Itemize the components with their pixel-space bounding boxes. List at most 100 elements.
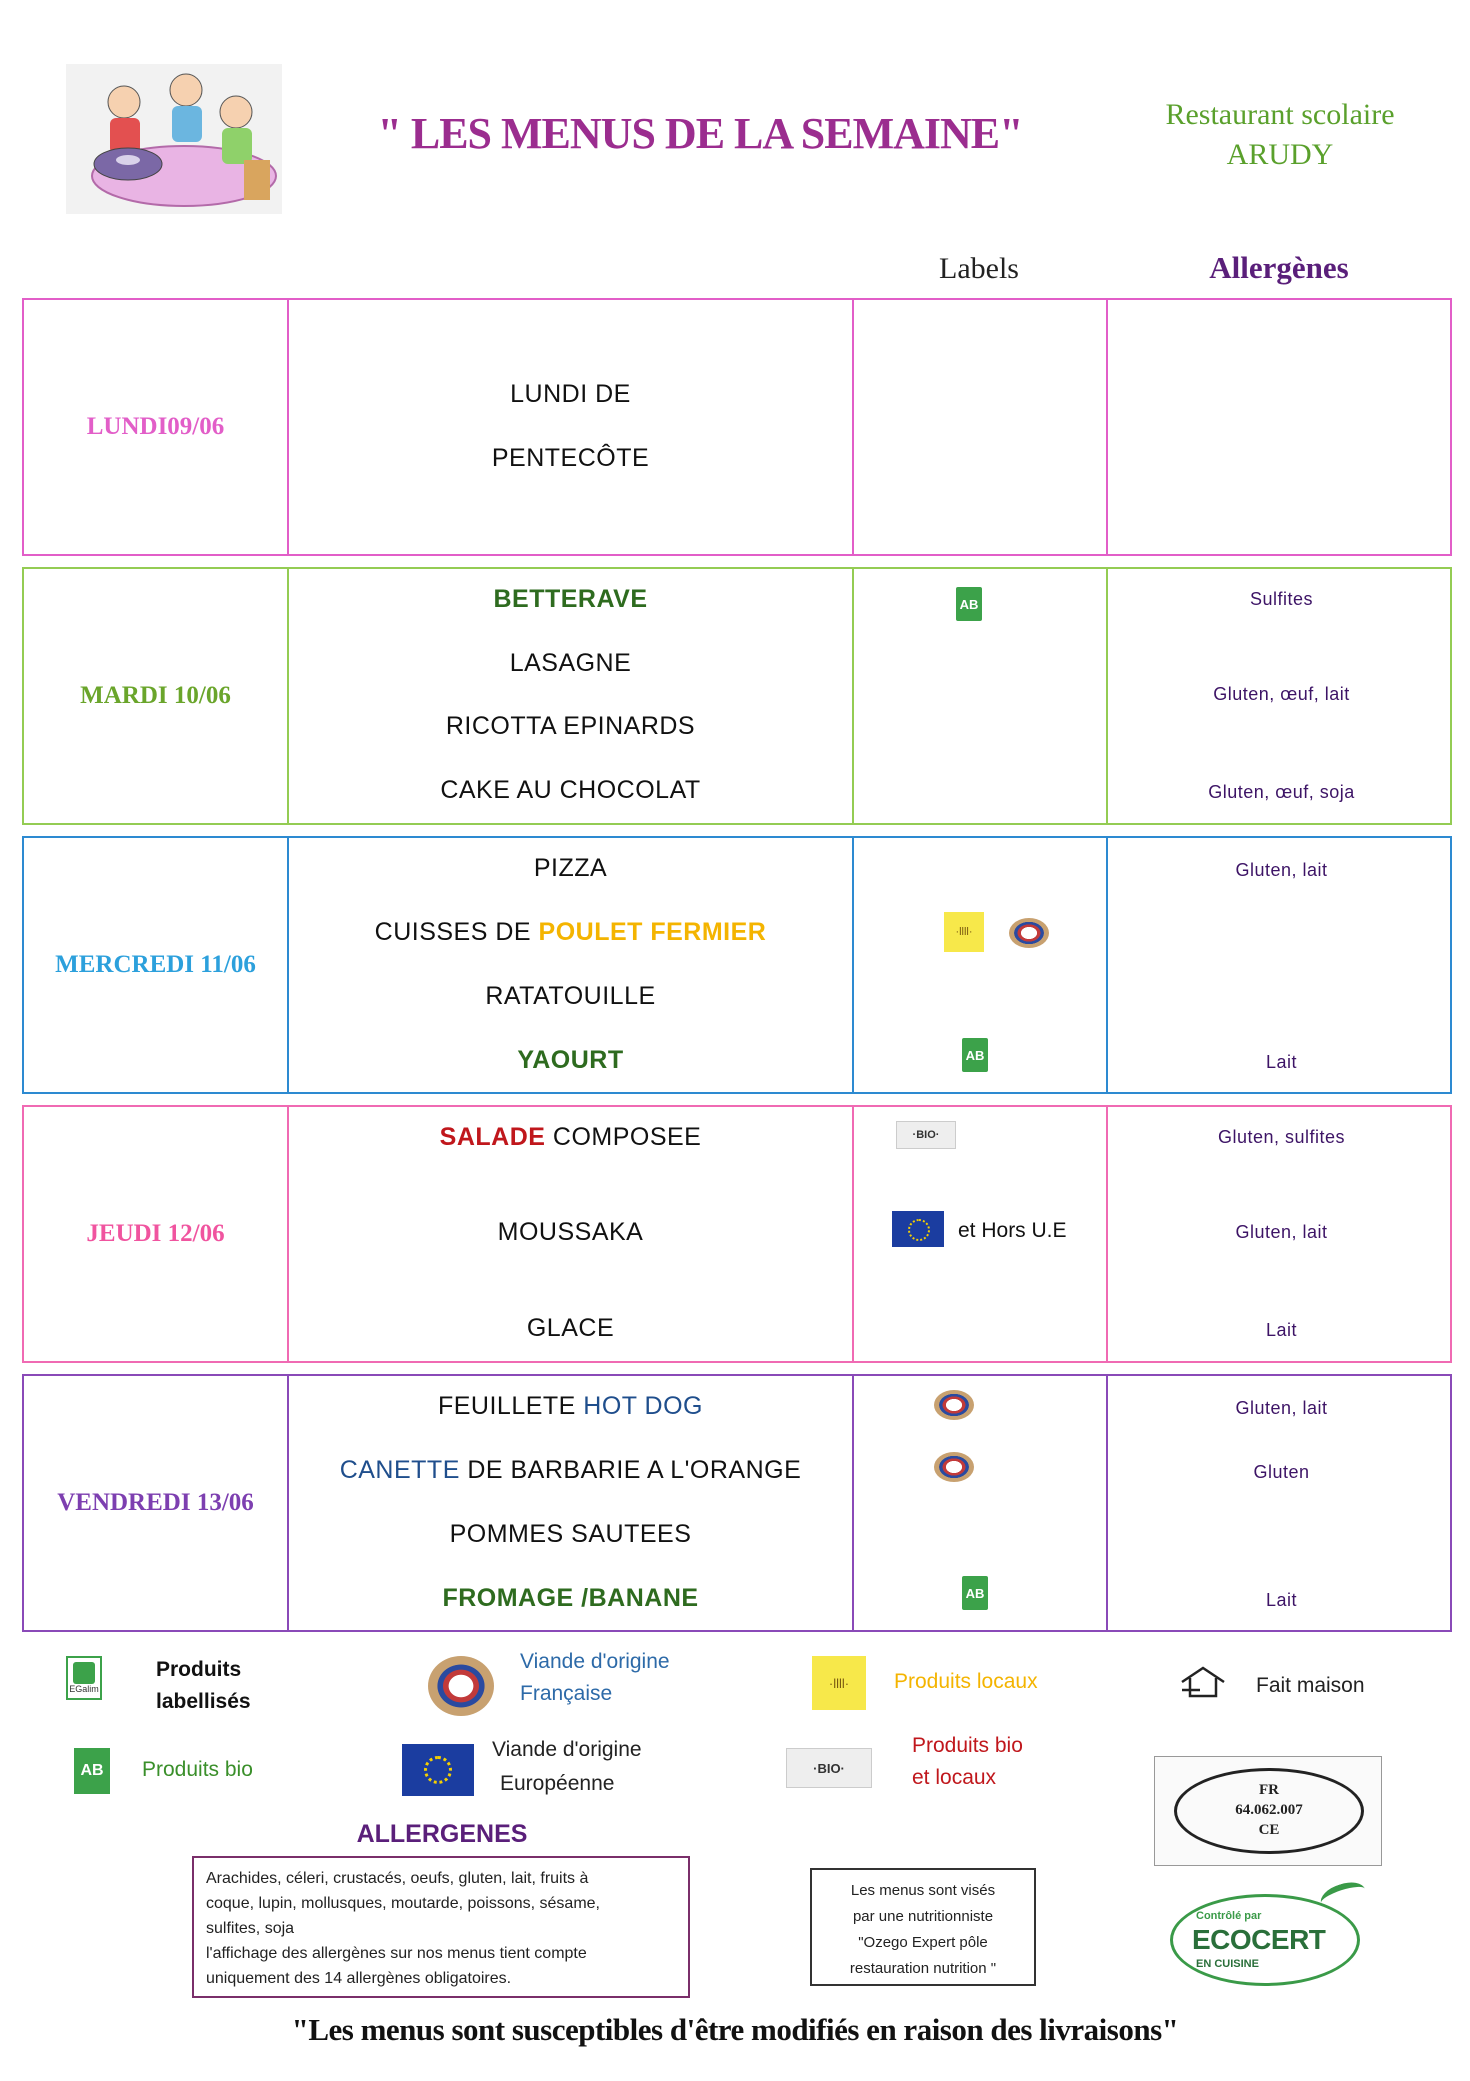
dish: FEUILLETE HOT DOG: [289, 1392, 852, 1421]
dish-text: FEUILLETE: [437, 1392, 584, 1420]
dish-text: COMPOSEE: [545, 1123, 702, 1151]
children-eating-illustration: [66, 64, 282, 214]
dish-text: DE BARBARIE A L'ORANGE: [459, 1456, 802, 1484]
eu-flag-icon: [892, 1211, 944, 1247]
dish-highlight: HOT DOG: [583, 1392, 704, 1420]
dish: BETTERAVE: [493, 585, 648, 613]
nutritionist-note: Les menus sont visés par une nutritionni…: [810, 1868, 1036, 1986]
dish: RATATOUILLE: [485, 982, 656, 1010]
viande-francaise-icon: [428, 1656, 494, 1716]
dish: CANETTE DE BARBARIE A L'ORANGE: [289, 1456, 852, 1485]
labels-column-header: Labels: [939, 252, 1019, 285]
visa-line: "Ozego Expert pôle: [858, 1934, 988, 1951]
hors-ue-text: et Hors U.E: [958, 1219, 1067, 1242]
dish-text: CUISSES DE: [374, 918, 539, 946]
dish: CAKE AU CHOCOLAT: [440, 776, 701, 804]
day-block-monday: LUNDI09/06 LUNDI DE PENTECÔTE: [22, 298, 1452, 556]
allergenes-column-header: Allergènes: [1209, 250, 1349, 285]
allergen-text: Lait: [1265, 1320, 1298, 1340]
visa-line: par une nutritionniste: [852, 1908, 994, 1925]
eu-flag-icon: [402, 1744, 474, 1796]
dish: MOUSSAKA: [497, 1218, 644, 1246]
allergenes-line: l'affichage des allergènes sur nos menus…: [206, 1945, 587, 1962]
ce-health-stamp: FR 64.062.007 CE: [1154, 1756, 1382, 1866]
allergen-text: Gluten, lait: [1235, 1398, 1328, 1418]
legend-bio-locaux-1: Produits bio: [912, 1734, 1023, 1757]
legend-bio: Produits bio: [142, 1758, 253, 1781]
restaurant-name: Restaurant scolaire: [1165, 98, 1395, 131]
labellises-icon: EGalim: [66, 1656, 102, 1700]
allergenes-line: sulfites, soja: [206, 1920, 295, 1937]
ecocert-big: ECOCERT: [1192, 1924, 1326, 1955]
allergen-text: Gluten, lait: [1235, 860, 1328, 880]
ab-bio-icon: AB: [956, 587, 982, 621]
ce-line3: CE: [1258, 1822, 1280, 1838]
dish: SALADE COMPOSEE: [289, 1123, 852, 1152]
ab-bio-icon: AB: [962, 1038, 988, 1072]
legend-labellises-2: labellisés: [156, 1690, 251, 1713]
house-icon: [1180, 1664, 1226, 1700]
allergenes-line: Arachides, céleri, crustacés, oeufs, glu…: [206, 1870, 589, 1887]
allergen-text: Sulfites: [1249, 589, 1314, 609]
viande-francaise-icon: [934, 1452, 974, 1482]
legend-labellises-1: Produits: [156, 1658, 242, 1681]
day-name: JEUDI 12/06: [86, 1220, 225, 1247]
allergen-text: Gluten, lait: [1235, 1222, 1328, 1242]
allergenes-title: ALLERGENES: [356, 1820, 528, 1848]
day-block-wednesday: MERCREDI 11/06 PIZZA CUISSES DE POULET F…: [22, 836, 1452, 1094]
allergenes-box: Arachides, céleri, crustacés, oeufs, glu…: [192, 1856, 690, 1998]
allergenes-line: coque, lupin, mollusques, moutarde, pois…: [206, 1895, 600, 1912]
footer-note: "Les menus sont susceptibles d'être modi…: [291, 2012, 1179, 2047]
viande-francaise-icon: [1009, 918, 1049, 948]
bio-locaux-icon: ·BIO·: [896, 1121, 956, 1149]
ecocert-sub: EN CUISINE: [1196, 1958, 1259, 1970]
dish: PENTECÔTE: [491, 444, 650, 472]
ce-line2: 64.062.007: [1235, 1802, 1303, 1818]
legend-viande-fr-2: Française: [520, 1682, 613, 1705]
viande-francaise-icon: [934, 1390, 974, 1420]
day-block-friday: VENDREDI 13/06 FEUILLETE HOT DOG CANETTE…: [22, 1374, 1452, 1632]
legend-viande-eu-2: Européenne: [500, 1772, 615, 1795]
dish-highlight: CANETTE: [339, 1456, 460, 1484]
egalim-text: EGalim: [69, 1684, 99, 1694]
dish: YAOURT: [517, 1046, 624, 1074]
ecocert-small: Contrôlé par: [1196, 1910, 1262, 1922]
day-block-thursday: JEUDI 12/06 SALADE COMPOSEE MOUSSAKA GLA…: [22, 1105, 1452, 1363]
dish: CUISSES DE POULET FERMIER: [289, 918, 852, 947]
dish: FROMAGE /BANANE: [442, 1584, 699, 1612]
ce-line1: FR: [1259, 1782, 1279, 1798]
dish: RICOTTA EPINARDS: [445, 712, 696, 740]
produits-locaux-icon: ·llll·: [944, 912, 984, 952]
legend-viande-fr-1: Viande d'origine: [520, 1650, 670, 1673]
ab-bio-icon: AB: [962, 1576, 988, 1610]
day-name: MARDI 10/06: [80, 682, 231, 709]
produits-locaux-icon: ·llll·: [812, 1656, 866, 1710]
allergen-text: Lait: [1265, 1052, 1298, 1072]
day-block-tuesday: MARDI 10/06 BETTERAVE LASAGNE RICOTTA EP…: [22, 567, 1452, 825]
day-name: LUNDI09/06: [86, 413, 225, 440]
dish: GLACE: [526, 1314, 615, 1342]
ab-bio-icon: AB: [74, 1748, 110, 1794]
dish: POMMES SAUTEES: [449, 1520, 692, 1548]
restaurant-town: ARUDY: [1226, 138, 1334, 171]
dish: LUNDI DE: [510, 380, 631, 408]
dish: PIZZA: [533, 854, 608, 882]
allergen-text: Gluten, œuf, lait: [1213, 684, 1350, 704]
legend-viande-eu-1: Viande d'origine: [492, 1738, 642, 1761]
dish: LASAGNE: [509, 649, 632, 677]
bio-locaux-icon: ·BIO·: [786, 1748, 872, 1788]
allergen-text: Gluten, sulfites: [1217, 1127, 1346, 1147]
dish-highlight: SALADE: [439, 1123, 546, 1151]
page-title: " LES MENUS DE LA SEMAINE": [377, 109, 1023, 158]
legend-fait-maison: Fait maison: [1256, 1674, 1365, 1697]
day-name: MERCREDI 11/06: [55, 951, 256, 978]
allergen-text: Lait: [1265, 1590, 1298, 1610]
visa-line: Les menus sont visés: [850, 1882, 996, 1899]
allergen-text: Gluten: [1253, 1462, 1310, 1482]
dish-highlight: POULET FERMIER: [538, 918, 767, 946]
legend-locaux: Produits locaux: [894, 1670, 1038, 1693]
ecocert-logo: Contrôlé par ECOCERT EN CUISINE: [1170, 1877, 1370, 1992]
visa-line: restauration nutrition ": [849, 1960, 997, 1977]
allergenes-line: uniquement des 14 allergènes obligatoire…: [206, 1970, 512, 1987]
legend-bio-locaux-2: et locaux: [912, 1766, 997, 1789]
